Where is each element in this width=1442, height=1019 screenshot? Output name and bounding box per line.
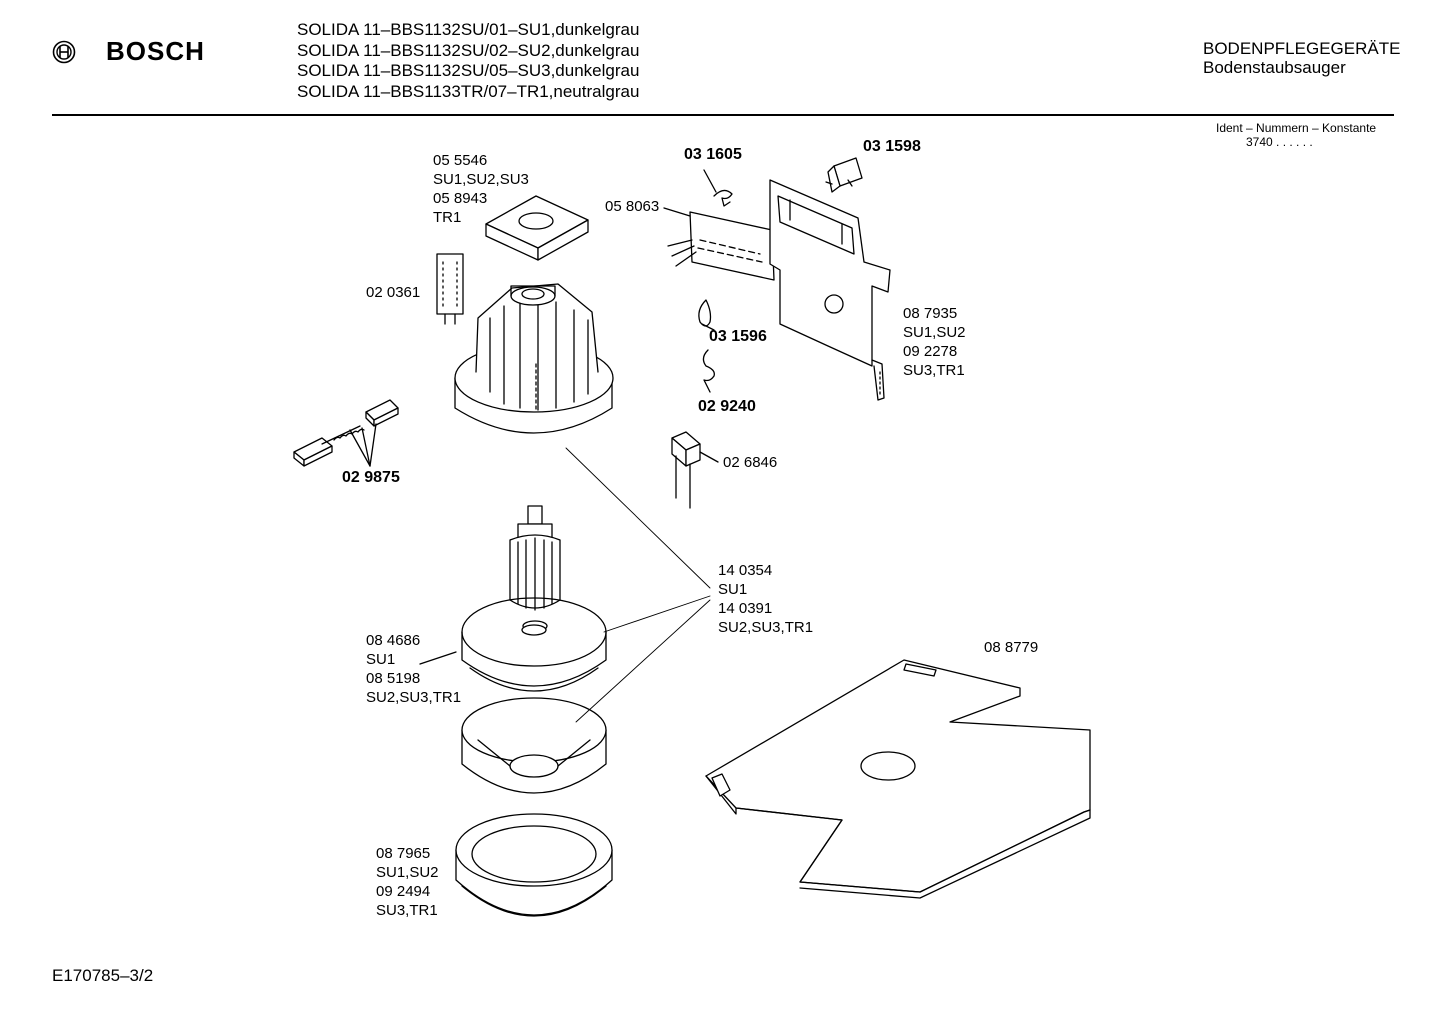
model-line: SOLIDA 11–BBS1132SU/02–SU2,dunkelgrau <box>297 40 640 60</box>
circuit-plate-part <box>663 207 775 281</box>
switch-bracket-part <box>769 179 891 401</box>
ident-value: 3740 . . . . . . <box>1246 135 1313 149</box>
clip-part <box>703 169 733 207</box>
part-label-140354: 14 0354 SU1 14 0391 SU2,SU3,TR1 <box>718 562 814 636</box>
part-label-026846: 02 6846 <box>723 454 778 471</box>
category-heading: BODENPFLEGEGERÄTE Bodenstaubsauger <box>1203 39 1400 77</box>
category-subtitle: Bodenstaubsauger <box>1203 58 1346 77</box>
part-label-088779: 08 8779 <box>984 639 1039 656</box>
carbon-brushes-part <box>293 399 399 467</box>
part-label-031598: 03 1598 <box>863 138 921 155</box>
part-label-029875: 02 9875 <box>342 469 400 486</box>
motor-housing-part <box>454 283 614 434</box>
drawing-id: E170785–3/2 <box>52 966 154 985</box>
part-label-031596: 03 1596 <box>709 328 767 345</box>
fan-wheel-part <box>419 597 607 692</box>
filter-pad-part <box>485 195 589 261</box>
sealing-ring-part <box>455 813 613 917</box>
leader-lines <box>565 447 711 723</box>
model-list: SOLIDA 11–BBS1132SU/01–SU1,dunkelgrau SO… <box>297 20 639 102</box>
header-divider <box>52 114 1394 116</box>
base-plate-part <box>705 659 1091 899</box>
ident-label: Ident – Nummern – Konstante <box>1216 121 1377 135</box>
part-label-031605: 03 1605 <box>684 146 742 163</box>
part-label-029240: 02 9240 <box>698 398 756 415</box>
part-label-020361: 02 0361 <box>366 284 421 301</box>
part-label-087935: 08 7935 SU1,SU2 09 2278 SU3,TR1 <box>903 305 966 379</box>
capacitor-part <box>671 431 719 509</box>
spring-clip-part <box>702 349 715 393</box>
part-label-087965: 08 7965 SU1,SU2 09 2494 SU3,TR1 <box>376 845 439 919</box>
category-title: BODENPFLEGEGERÄTE <box>1203 39 1401 58</box>
armature-part <box>509 505 561 632</box>
part-label-084686: 08 4686 SU1 08 5198 SU2,SU3,TR1 <box>366 632 462 706</box>
model-line: SOLIDA 11–BBS1132SU/01–SU1,dunkelgrau <box>297 20 640 39</box>
fuse-part <box>436 253 464 325</box>
bosch-armature-icon <box>52 40 76 64</box>
part-label-058063: 05 8063 <box>605 198 660 215</box>
spring-clip-part <box>698 299 715 331</box>
switch-part <box>825 157 863 193</box>
model-line: SOLIDA 11–BBS1132SU/05–SU3,dunkelgrau <box>297 61 640 80</box>
model-line: SOLIDA 11–BBS1133TR/07–TR1,neutralgrau <box>297 81 640 101</box>
part-label-055546: 05 5546 SU1,SU2,SU3 05 8943 TR1 <box>433 152 529 226</box>
fan-cover-part <box>461 697 607 794</box>
brand-logo: BOSCH <box>106 36 205 66</box>
ident-block: Ident – Nummern – Konstante 3740 . . . .… <box>1216 121 1376 149</box>
